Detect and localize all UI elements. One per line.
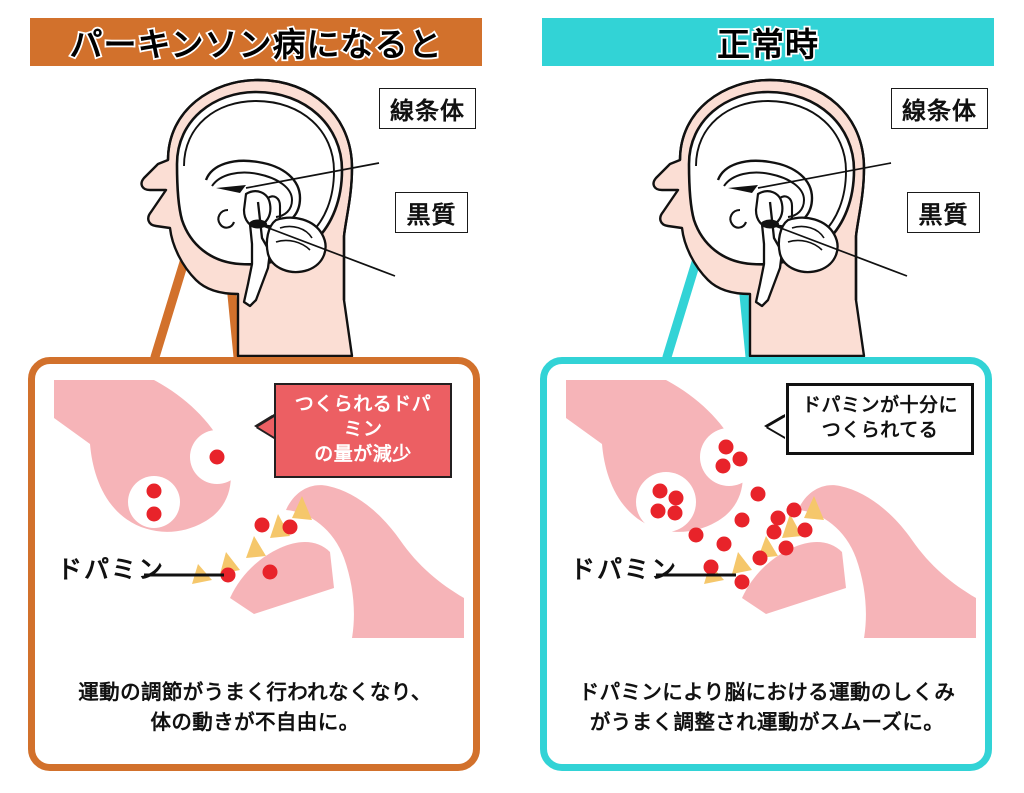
- dopamine-molecule: [146, 506, 162, 522]
- dopamine-molecule: [667, 505, 683, 521]
- dopamine-pointer-label-right: ドパミン: [570, 556, 679, 584]
- leader-lines: [245, 162, 396, 277]
- banner-label: パーキンソン病になると: [68, 24, 444, 65]
- callout-parkinson: つくられるドパミン の量が減少: [274, 383, 452, 479]
- postsynaptic-dendrite: [742, 485, 976, 638]
- dopamine-molecule: [282, 519, 298, 535]
- panel-caption-normal: ドパミンにより脳における運動のしくみ がうまく調整され運動がスムーズに。: [578, 681, 956, 734]
- dopamine-pointer-label-left: ドパミン: [57, 556, 166, 584]
- cerebellum: [265, 216, 327, 274]
- label-substantia-nigra-text: 黒質: [406, 202, 457, 229]
- callout-normal: ドパミンが十分に つくられてる: [786, 383, 974, 456]
- brain-anatomy-diagram-right: [652, 78, 908, 358]
- dopamine-molecule: [778, 540, 794, 556]
- dopamine-molecule: [254, 517, 270, 533]
- dopamine-molecule: [650, 503, 666, 519]
- dopamine-molecule: [752, 550, 768, 566]
- leader-lines: [757, 162, 908, 277]
- label-box-substantia-nigra: 黒質: [907, 192, 980, 233]
- dopamine-molecule: [732, 451, 748, 467]
- dopamine-molecule: [146, 483, 162, 499]
- dopamine-molecule: [734, 512, 750, 528]
- label-box-substantia-nigra: 黒質: [395, 192, 468, 233]
- dopamine-molecule: [668, 490, 684, 506]
- dopamine-molecule: [734, 574, 750, 590]
- panel-banner-normal: 正常時: [542, 18, 994, 66]
- callout-tail-right: [768, 416, 787, 438]
- dopamine-molecule: [766, 524, 782, 540]
- panel-parkinson: パーキンソン病になると: [28, 18, 482, 771]
- free-dopamine-molecules: [220, 517, 298, 583]
- dopamine-molecule: [262, 564, 278, 580]
- postsynaptic-dendrite: [230, 485, 464, 638]
- panel-banner-parkinson: パーキンソン病になると: [30, 18, 482, 66]
- dopamine-molecule: [716, 536, 732, 552]
- dopamine-molecule: [703, 559, 719, 575]
- cerebellum: [777, 216, 839, 274]
- dopamine-molecule: [688, 527, 704, 543]
- synapse-diagram-left: [54, 380, 464, 638]
- brain-anatomy-diagram-left: [140, 78, 396, 358]
- synaptic-vesicles: [128, 430, 244, 528]
- dopamine-molecule: [718, 439, 734, 455]
- vesicle: [636, 472, 696, 532]
- presynaptic-terminal: [54, 380, 231, 532]
- vesicle: [128, 476, 180, 528]
- dopamine-molecule: [220, 567, 236, 583]
- label-box-striatum: 線条体: [379, 88, 476, 129]
- panel-normal: 正常時: [512, 0, 1024, 793]
- presynaptic-terminal: [566, 380, 743, 532]
- label-substantia-nigra-text: 黒質: [918, 202, 969, 229]
- dopamine-molecule: [786, 502, 802, 518]
- dopamine-molecule: [770, 510, 786, 526]
- free-dopamine-molecules: [688, 486, 813, 590]
- dopamine-molecule: [715, 458, 731, 474]
- label-striatum-text: 線条体: [390, 98, 465, 125]
- synaptic-vesicles: [636, 428, 758, 532]
- label-striatum-text: 線条体: [902, 98, 977, 125]
- panel-caption-parkinson: 運動の調節がうまく行われなくなり、 体の動きが不自由に。: [78, 681, 432, 734]
- dopamine-molecule: [750, 486, 766, 502]
- vesicle: [700, 428, 758, 486]
- callout-tail-left: [258, 416, 276, 438]
- dopamine-molecule: [652, 483, 668, 499]
- dopamine-molecule: [209, 449, 225, 465]
- banner-label: 正常時: [715, 24, 820, 65]
- synapse-diagram-right: [566, 380, 976, 638]
- dopamine-molecule: [797, 522, 813, 538]
- label-box-striatum: 線条体: [891, 88, 988, 129]
